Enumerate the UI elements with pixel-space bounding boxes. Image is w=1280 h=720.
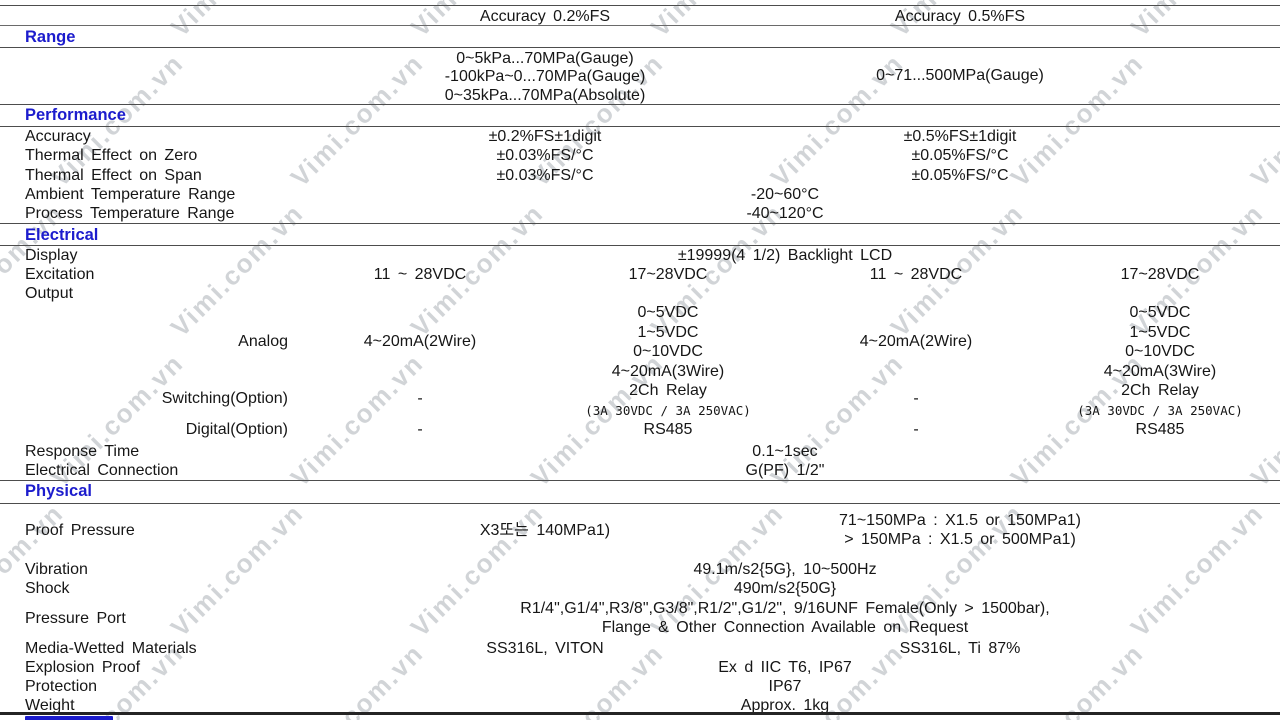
connection-value: G(PF) 1/2"	[745, 462, 825, 479]
explosion-value: Ex d IIC T6, IP67	[718, 659, 852, 676]
row-value-right: ±0.05%FS/°C	[911, 167, 1009, 184]
divider	[0, 502, 1280, 504]
row-label: Shock	[25, 580, 70, 597]
row-label: Media-Wetted Materials	[25, 640, 197, 657]
divider	[0, 479, 1280, 481]
range-right-value: 0~71...500MPa(Gauge)	[876, 67, 1044, 84]
digital-col4: RS485	[1135, 421, 1185, 438]
row-label: Weight	[25, 697, 75, 714]
shock-value: 490m/s2{50G}	[733, 580, 837, 597]
row-value-center: -40~120°C	[746, 205, 824, 222]
row-label: Thermal Effect on Zero	[25, 147, 198, 164]
row-value-center: -20~60°C	[750, 186, 820, 203]
divider	[0, 104, 1280, 105]
switching-col4-sub: (3A 30VDC / 3A 250VAC)	[1077, 403, 1243, 418]
divider	[0, 223, 1280, 224]
column-header-accuracy-05: Accuracy 0.5%FS	[894, 8, 1026, 25]
range-left-line2: -100kPa~0...70MPa(Gauge)	[444, 68, 646, 85]
proof-right-line1: 71~150MPa : X1.5 or 150MPa1)	[839, 512, 1081, 529]
divider	[0, 47, 1280, 48]
section-title-range: Range	[25, 28, 76, 46]
switching-col2-main: 2Ch Relay	[629, 382, 707, 399]
switching-label: Switching(Option)	[161, 390, 288, 407]
digital-label: Digital(Option)	[185, 421, 288, 438]
divider	[0, 25, 1280, 26]
analog-col3: 4~20mA(2Wire)	[859, 333, 973, 350]
row-label: Thermal Effect on Span	[25, 167, 202, 184]
section-title-physical: Physical	[25, 482, 92, 500]
excitation-col3: 11 ~ 28VDC	[869, 266, 963, 283]
switching-col4-main: 2Ch Relay	[1121, 382, 1199, 399]
analog-col4-line: 0~5VDC	[1129, 304, 1191, 321]
media-right-value: SS316L, Ti 87%	[899, 640, 1021, 657]
row-value-right: ±0.05%FS/°C	[911, 147, 1009, 164]
analog-col4-line: 4~20mA(3Wire)	[1103, 362, 1217, 380]
response-value: 0.1~1sec	[752, 443, 818, 460]
range-left-line3: 0~35kPa...70MPa(Absolute)	[444, 86, 646, 104]
section-title-electrical: Electrical	[25, 226, 99, 244]
excitation-col1: 11 ~ 28VDC	[373, 266, 467, 283]
row-label: Vibration	[25, 561, 88, 578]
row-label: Excitation	[25, 266, 95, 283]
row-label: Output	[25, 285, 74, 302]
divider	[0, 244, 1280, 246]
range-left-line1: 0~5kPa...70MPa(Gauge)	[456, 50, 634, 67]
row-label: Display	[25, 247, 78, 264]
row-label: Proof Pressure	[25, 522, 135, 539]
switching-col2-sub: (3A 30VDC / 3A 250VAC)	[585, 403, 751, 418]
analog-col2-line: 4~20mA(3Wire)	[611, 362, 725, 380]
switching-col1: -	[417, 390, 423, 407]
analog-col2-line: 0~10VDC	[633, 343, 703, 360]
vibration-value: 49.1m/s2{5G}, 10~500Hz	[693, 561, 877, 578]
switching-col3: -	[913, 390, 919, 407]
digital-col1: -	[417, 421, 423, 438]
proof-right-line2: > 150MPa : X1.5 or 500MPa1)	[844, 531, 1076, 548]
row-value-left: ±0.03%FS/°C	[496, 167, 594, 184]
protection-value: IP67	[768, 678, 802, 695]
analog-col2-line: 1~5VDC	[637, 323, 699, 341]
media-left-value: SS316L, VITON	[486, 640, 604, 657]
digital-col3: -	[913, 421, 919, 438]
port-line1: R1/4",G1/4",R3/8",G3/8",R1/2",G1/2", 9/1…	[520, 600, 1050, 617]
row-value-left: ±0.2%FS±1digit	[488, 128, 602, 145]
analog-col1: 4~20mA(2Wire)	[363, 333, 477, 350]
section-title-performance: Performance	[25, 106, 126, 124]
analog-label: Analog	[238, 333, 288, 350]
row-label: Protection	[25, 678, 98, 695]
row-label: Response Time	[25, 443, 140, 460]
analog-col2-line: 0~5VDC	[637, 304, 699, 321]
column-header-accuracy-02: Accuracy 0.2%FS	[479, 8, 611, 25]
cutoff-next-section-header	[25, 716, 113, 720]
row-value-left: ±0.03%FS/°C	[496, 147, 594, 164]
divider	[0, 125, 1280, 127]
analog-col4-line: 1~5VDC	[1129, 323, 1191, 341]
bottom-border	[0, 712, 1280, 715]
row-label: Electrical Connection	[25, 462, 179, 479]
row-label: Process Temperature Range	[25, 205, 235, 222]
row-label: Accuracy	[25, 128, 91, 145]
excitation-col4: 17~28VDC	[1120, 266, 1200, 283]
weight-value: Approx. 1kg	[740, 697, 830, 714]
row-label: Explosion Proof	[25, 659, 141, 676]
proof-left-value: X3또는 140MPa1)	[479, 522, 611, 539]
display-value: ±19999(4 1/2) Backlight LCD	[677, 247, 893, 264]
row-label: Pressure Port	[25, 610, 126, 627]
divider	[0, 5, 1280, 6]
digital-col2: RS485	[643, 421, 693, 438]
analog-col4-line: 0~10VDC	[1125, 343, 1195, 360]
row-label: Ambient Temperature Range	[25, 186, 236, 203]
row-value-right: ±0.5%FS±1digit	[903, 128, 1017, 145]
excitation-col2: 17~28VDC	[628, 266, 708, 283]
port-line2: Flange & Other Connection Available on R…	[601, 619, 969, 636]
